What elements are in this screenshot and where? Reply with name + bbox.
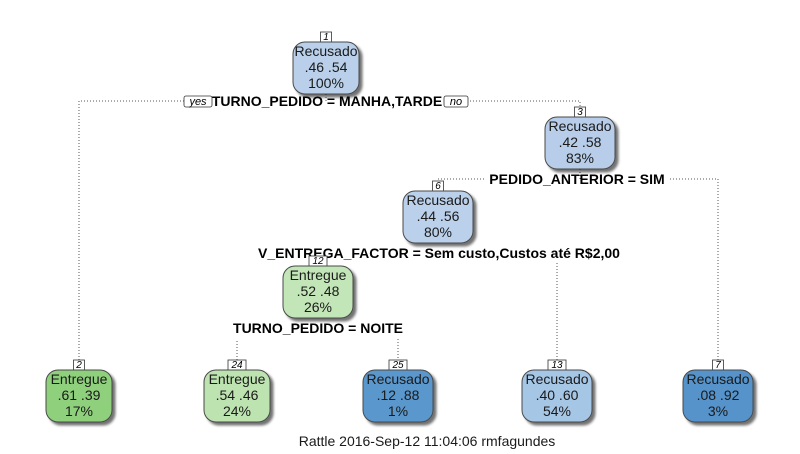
node-probabilities: .42 .58 [559, 134, 602, 150]
split-label-node-12: TURNO_PEDIDO = NOITE [233, 320, 403, 336]
node-probabilities: .12 .88 [377, 387, 420, 403]
node-percentage: 80% [424, 224, 452, 240]
split-labels: TURNO_PEDIDO = MANHA,TARDE PEDIDO_ANTERI… [212, 93, 665, 336]
node-box [682, 369, 754, 423]
split-label-node-6: V_ENTREGA_FACTOR = Sem custo,Custos até … [258, 245, 620, 261]
node-percentage: 1% [388, 403, 408, 419]
node-percentage: 100% [308, 75, 344, 91]
node-probabilities: .46 .54 [305, 59, 348, 75]
node-percentage: 26% [304, 299, 332, 315]
node-class-label: Recusado [406, 192, 469, 208]
node-class-label: Entregue [51, 371, 108, 387]
node-percentage: 3% [708, 403, 728, 419]
node-probabilities: .54 .46 [216, 387, 259, 403]
node-class-label: Entregue [290, 267, 347, 283]
split-label-root: TURNO_PEDIDO = MANHA,TARDE [212, 93, 442, 109]
node-box [362, 369, 434, 423]
node-id-label: 2 [75, 360, 82, 371]
node-probabilities: .40 .60 [536, 387, 579, 403]
node-box [45, 369, 113, 423]
node-class-label: Recusado [366, 371, 429, 387]
node-id-label: 6 [435, 181, 441, 192]
split-label-node-3: PEDIDO_ANTERIOR = SIM [489, 171, 664, 187]
node-probabilities: .44 .56 [417, 208, 460, 224]
edge-1-2 [78, 100, 184, 363]
node-box [402, 190, 474, 244]
node-id-label: 24 [230, 360, 243, 371]
edge-1-3 [470, 100, 581, 110]
node-probabilities: .08 .92 [697, 387, 740, 403]
node-id-label: 13 [551, 360, 563, 371]
node-probabilities: .61 .39 [58, 387, 101, 403]
node-class-label: Recusado [686, 371, 749, 387]
node-box [544, 116, 616, 170]
node-id-label: 7 [715, 360, 721, 371]
node-class-label: Recusado [548, 118, 611, 134]
node-id-label: 12 [312, 256, 324, 267]
node-percentage: 24% [223, 403, 251, 419]
edge-yes-label: yes [183, 95, 213, 108]
node-class-label: Entregue [209, 371, 266, 387]
diagram-caption: Rattle 2016-Sep-12 11:04:06 rmfagundes [299, 433, 556, 449]
edge-no-label: no [443, 95, 469, 108]
node-id-label: 1 [323, 32, 329, 43]
svg-text:no: no [450, 96, 462, 108]
node-percentage: 54% [543, 403, 571, 419]
node-probabilities: .52 .48 [297, 283, 340, 299]
node-percentage: 17% [65, 403, 93, 419]
node-id-label: 25 [391, 360, 404, 371]
node-percentage: 83% [566, 150, 594, 166]
svg-text:yes: yes [188, 96, 207, 108]
edge-3-7 [670, 178, 719, 363]
node-box [292, 41, 360, 95]
tree-edges [78, 94, 719, 363]
node-box [521, 369, 593, 423]
node-class-label: Recusado [525, 371, 588, 387]
node-box [282, 265, 354, 319]
node-box [203, 369, 271, 423]
node-class-label: Recusado [294, 43, 357, 59]
node-id-label: 3 [577, 107, 583, 118]
